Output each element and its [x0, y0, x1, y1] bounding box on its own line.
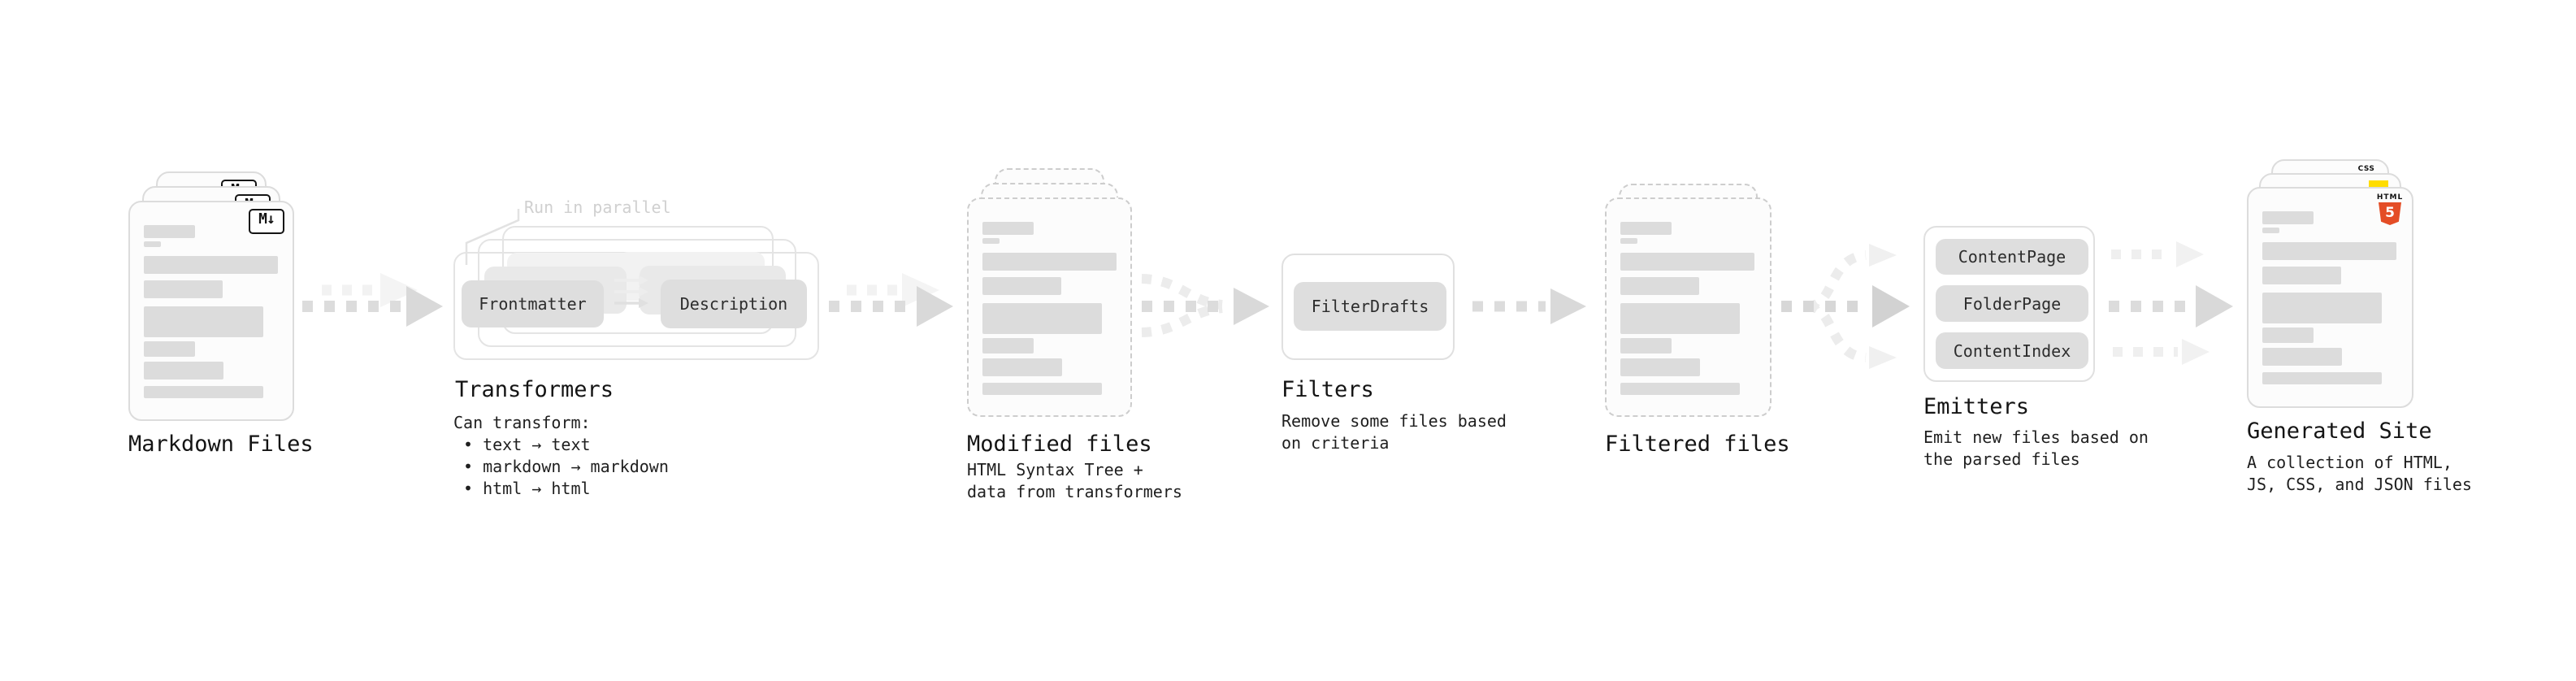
description-line: JS, CSS, and JSON files: [2247, 475, 2472, 494]
transformers-label: Transformers: [455, 377, 614, 402]
description-line: • markdown → markdown: [463, 457, 669, 476]
description-line: Can transform:: [453, 413, 591, 432]
emitters-description: Emit new files based on the parsed files: [1923, 427, 2149, 471]
text-line-bar: [144, 362, 223, 380]
text-line-bar: [982, 222, 1034, 235]
frontmatter-node: Frontmatter: [462, 280, 604, 327]
text-line-bar: [144, 306, 263, 337]
text-line-bar: [2262, 267, 2341, 284]
description-line: A collection of HTML,: [2247, 453, 2452, 472]
modified-files-description: HTML Syntax Tree + data from transformer…: [967, 459, 1182, 503]
emitters-card: ContentPage FolderPage ContentIndex: [1923, 226, 2095, 382]
modified-files-label: Modified files: [967, 432, 1152, 457]
transformers-description: Can transform: • text → text • markdown …: [453, 412, 669, 500]
text-line-bar: [1620, 253, 1754, 271]
arrow-emitters-to-generated: [2109, 241, 2233, 365]
text-line-bar: [982, 253, 1117, 271]
arrow-filters-to-filtered: [1472, 288, 1586, 324]
description-line: on criteria: [1281, 433, 1390, 453]
markdown-icon: M↓: [249, 209, 284, 234]
text-line-bar: [982, 303, 1102, 334]
document-text-bars: [969, 199, 1130, 415]
file-card-front: HTML 5: [2247, 187, 2413, 408]
generated-site-description: A collection of HTML, JS, CSS, and JSON …: [2247, 452, 2472, 496]
arrow-markdown-to-transformers-ghost: [322, 273, 418, 307]
text-line-bar: [144, 225, 195, 238]
text-line-bar: [2262, 211, 2314, 224]
text-line-bar: [982, 383, 1102, 395]
document-text-bars: [130, 202, 293, 419]
text-line-bar: [144, 241, 161, 247]
html5-icon: HTML 5: [2376, 193, 2404, 225]
folderpage-node: FolderPage: [1936, 285, 2088, 322]
filters-description: Remove some files based on criteria: [1281, 410, 1507, 454]
file-card-front: M↓: [128, 201, 294, 421]
text-line-bar: [2262, 242, 2396, 260]
text-line-bar: [982, 238, 1000, 244]
description-line: • html → html: [463, 479, 591, 498]
filterdrafts-node: FilterDrafts: [1294, 282, 1446, 331]
contentindex-node: ContentIndex: [1936, 332, 2088, 369]
text-line-bar: [982, 358, 1062, 376]
html5-icon-label: HTML: [2376, 193, 2404, 202]
parallel-arrows-icon: [614, 275, 648, 308]
text-line-bar: [1620, 383, 1740, 395]
document-text-bars: [2249, 189, 2412, 406]
arrow-modified-to-filters: [1141, 274, 1269, 337]
description-node: Description: [661, 280, 807, 328]
text-line-bar: [1620, 303, 1740, 334]
css-icon-label: CSS: [2357, 165, 2375, 173]
arrow-markdown-to-transformers: [302, 286, 443, 327]
file-card-front: [967, 197, 1132, 417]
text-line-bar: [144, 280, 223, 298]
filtered-files-label: Filtered files: [1605, 432, 1790, 457]
description-line: • text → text: [463, 435, 591, 454]
arrow-filtered-to-emitters: [1781, 244, 1910, 369]
text-line-bar: [2262, 293, 2382, 323]
text-line-bar: [982, 338, 1034, 354]
filters-label: Filters: [1281, 377, 1374, 402]
emitters-label: Emitters: [1923, 394, 2030, 419]
run-in-parallel-annotation: Run in parallel: [524, 197, 671, 217]
markdown-files-label: Markdown Files: [128, 432, 314, 457]
text-line-bar: [1620, 358, 1700, 376]
document-text-bars: [1607, 199, 1770, 415]
text-line-bar: [2262, 372, 2382, 384]
text-line-bar: [1620, 277, 1699, 295]
description-line: data from transformers: [967, 482, 1182, 501]
filters-card: FilterDrafts: [1281, 254, 1455, 360]
text-line-bar: [982, 277, 1061, 295]
text-line-bar: [2262, 348, 2342, 366]
text-line-bar: [2262, 327, 2314, 343]
text-line-bar: [1620, 238, 1637, 244]
contentpage-node: ContentPage: [1936, 239, 2088, 275]
run-in-parallel-leader-line: [465, 209, 520, 265]
description-line: HTML Syntax Tree +: [967, 460, 1143, 479]
generated-site-label: Generated Site: [2247, 419, 2432, 444]
text-line-bar: [144, 256, 278, 274]
description-line: Emit new files based on: [1923, 427, 2149, 447]
text-line-bar: [2262, 228, 2279, 233]
file-card-front: [1605, 197, 1772, 417]
description-line: Remove some files based: [1281, 411, 1507, 431]
html5-icon-shield: 5: [2379, 202, 2401, 225]
text-line-bar: [144, 386, 263, 398]
description-line: the parsed files: [1923, 449, 2080, 469]
text-line-bar: [144, 341, 195, 357]
arrow-transformers-to-modified: [829, 286, 953, 327]
text-line-bar: [1620, 338, 1672, 354]
text-line-bar: [1620, 222, 1672, 235]
